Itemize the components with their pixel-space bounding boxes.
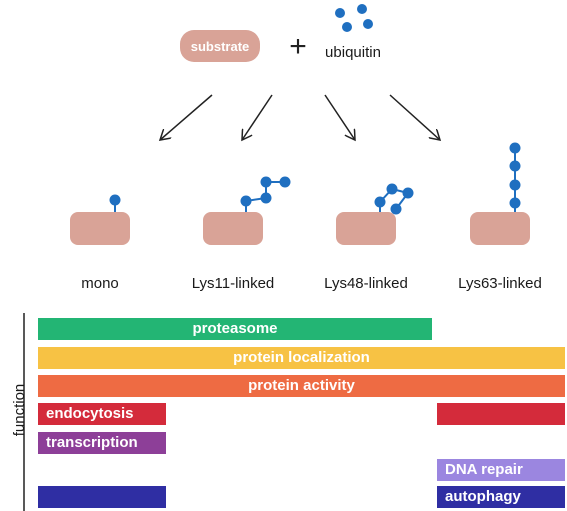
bar-dna-repair: DNA repair: [437, 459, 565, 481]
linkage-label-lys63: Lys63-linked: [458, 275, 542, 292]
bar-proteasome: proteasome: [38, 318, 432, 340]
linkage-label-mono: mono: [81, 275, 119, 292]
lys48-ubiquitinated-substrate: [336, 183, 414, 245]
bar-endocytosis-lys63: [437, 403, 565, 425]
reaction-arrows: [160, 94, 440, 140]
bar-transcription: transcription: [38, 432, 166, 454]
lys63-ubiquitinated-substrate: [470, 142, 530, 245]
arrow-to-lys11: [242, 94, 273, 140]
bar-endocytosis: endocytosis: [38, 403, 166, 425]
mono-ubiquitinated-substrate: [70, 194, 130, 245]
arrow-to-lys63: [389, 94, 440, 140]
bar-autophagy: autophagy: [437, 486, 565, 508]
ubiquitin-molecules-icon: [335, 4, 373, 32]
linkage-label-lys48: Lys48-linked: [324, 275, 408, 292]
substrate-shape: [180, 30, 260, 62]
bar-protein-activity: protein activity: [38, 375, 565, 397]
ubiquitin-label: ubiquitin: [325, 44, 381, 61]
bar-protein-localization: protein localization: [38, 347, 565, 369]
linkage-label-lys11: Lys11-linked: [192, 275, 275, 292]
substrate-label: substrate: [191, 39, 250, 54]
arrow-to-mono: [160, 94, 213, 140]
function-axis-label: function: [11, 383, 28, 437]
plus-sign: +: [289, 30, 307, 63]
arrow-to-lys48: [324, 94, 355, 140]
lys11-ubiquitinated-substrate: [203, 176, 291, 245]
bar-autophagy-mono: [38, 486, 166, 508]
